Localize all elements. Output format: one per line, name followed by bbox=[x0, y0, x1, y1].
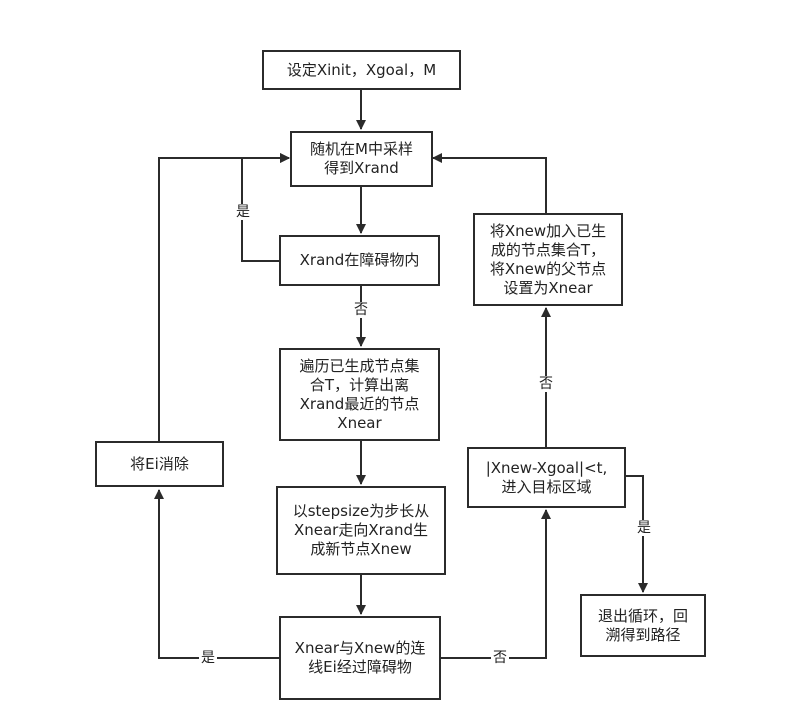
label-no-collision: 否 bbox=[491, 650, 509, 666]
edge-goal-yes-to-exit bbox=[626, 475, 648, 593]
label-yes-obstacle: 是 bbox=[234, 204, 252, 220]
node-exit: 退出循环，回 溯得到路径 bbox=[580, 594, 706, 657]
label-no-obstacle: 否 bbox=[352, 302, 370, 318]
node-collision-check: Xnear与Xnew的连 线Ei经过障碍物 bbox=[279, 616, 441, 700]
edge-add-to-sample bbox=[432, 153, 547, 213]
node-extend: 以stepsize为步长从 Xnear走向Xrand生 成新节点Xnew bbox=[276, 486, 446, 575]
edge-collision-yes-to-remove bbox=[154, 489, 279, 659]
node-init: 设定Xinit，Xgoal，M bbox=[262, 50, 461, 90]
label-no-goal: 否 bbox=[537, 376, 555, 392]
edge-remove-to-sample bbox=[158, 153, 290, 441]
node-nearest: 遍历已生成节点集 合T，计算出离 Xrand最近的节点 Xnear bbox=[279, 348, 440, 441]
node-goal-check: |Xnew-Xgoal|<t, 进入目标区域 bbox=[467, 447, 626, 508]
node-obstacle-check: Xrand在障碍物内 bbox=[279, 235, 440, 286]
node-sample: 随机在M中采样 得到Xrand bbox=[290, 131, 433, 187]
node-remove-edge: 将Ei消除 bbox=[95, 441, 224, 487]
label-yes-goal: 是 bbox=[635, 520, 653, 536]
node-add-to-tree: 将Xnew加入已生 成的节点集合T， 将Xnew的父节点 设置为Xnear bbox=[473, 213, 623, 306]
label-yes-collision: 是 bbox=[199, 650, 217, 666]
edge-collision-no-to-goal bbox=[441, 509, 551, 659]
